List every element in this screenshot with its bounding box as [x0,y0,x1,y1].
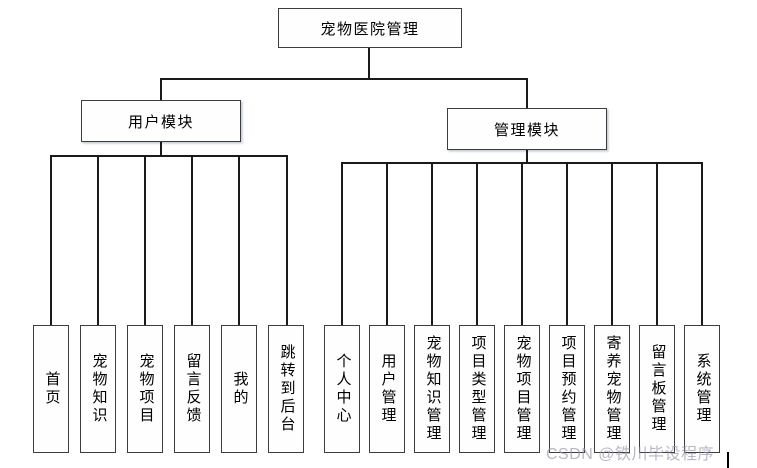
connector-user-stub [160,142,162,156]
node-user-module-label: 用户模块 [127,114,194,131]
leaf-node-pet-knowledge-mgmt: 宠物知识管理 [414,325,450,453]
leaf-node-home: 首页 [33,325,69,453]
leaf-node-message-feedback: 留言反馈 [174,325,210,453]
leaf-node-pet-knowledge: 宠物知识 [80,325,116,453]
leaf-label: 项目类型管理 [469,335,486,443]
node-admin-module: 管理模块 [447,108,607,150]
connector-user-drop-1 [50,155,52,325]
connector-admin-drop-8 [656,162,658,325]
leaf-node-message-board-mgmt: 留言板管理 [639,325,675,453]
connector-user-drop-4 [191,155,193,325]
leaf-label: 留言板管理 [649,344,666,434]
leaf-node-personal-center: 个人中心 [324,325,360,453]
leaf-node-pet-projects: 宠物项目 [127,325,163,453]
connector-user-hline [50,155,288,157]
node-root: 宠物医院管理 [278,8,462,48]
connector-user-drop-5 [238,155,240,325]
node-user-module: 用户模块 [81,100,241,142]
connector-drop-user-module [160,78,162,100]
leaf-label: 宠物项目 [137,353,154,425]
leaf-node-goto-backend: 跳转到后台 [268,325,304,453]
leaf-label: 首页 [43,371,60,407]
connector-admin-stub [526,150,528,163]
connector-admin-drop-6 [566,162,568,325]
leaf-node-project-type-mgmt: 项目类型管理 [459,325,495,453]
leaf-node-project-booking-mgmt: 项目预约管理 [549,325,585,453]
leaf-label: 宠物知识 [90,353,107,425]
connector-level2-hline [160,78,528,80]
text-cursor-mark [727,452,729,468]
leaf-node-user-mgmt: 用户管理 [369,325,405,453]
connector-user-drop-3 [144,155,146,325]
leaf-node-pet-project-mgmt: 宠物项目管理 [504,325,540,453]
leaf-label: 跳转到后台 [278,344,295,434]
connector-admin-drop-7 [611,162,613,325]
connector-user-drop-2 [97,155,99,325]
leaf-node-mine: 我的 [221,325,257,453]
leaf-label: 个人中心 [334,353,351,425]
leaf-label: 宠物知识管理 [424,335,441,443]
connector-admin-drop-1 [341,162,343,325]
connector-root-stub [368,48,370,79]
leaf-node-system-mgmt: 系统管理 [684,325,720,453]
leaf-label: 宠物项目管理 [514,335,531,443]
connector-drop-admin-module [526,78,528,108]
leaf-label: 留言反馈 [184,353,201,425]
connector-admin-drop-4 [476,162,478,325]
leaf-label: 我的 [231,371,248,407]
leaf-node-pet-boarding-mgmt: 寄养宠物管理 [594,325,630,453]
leaf-label: 寄养宠物管理 [604,335,621,443]
connector-admin-drop-9 [701,162,703,325]
leaf-label: 系统管理 [694,353,711,425]
connector-admin-drop-5 [521,162,523,325]
leaf-label: 用户管理 [379,353,396,425]
leaf-label: 项目预约管理 [559,335,576,443]
node-root-label: 宠物医院管理 [320,21,420,38]
node-admin-module-label: 管理模块 [493,122,560,139]
connector-admin-drop-3 [431,162,433,325]
connector-admin-drop-2 [386,162,388,325]
connector-user-drop-6 [286,155,288,325]
